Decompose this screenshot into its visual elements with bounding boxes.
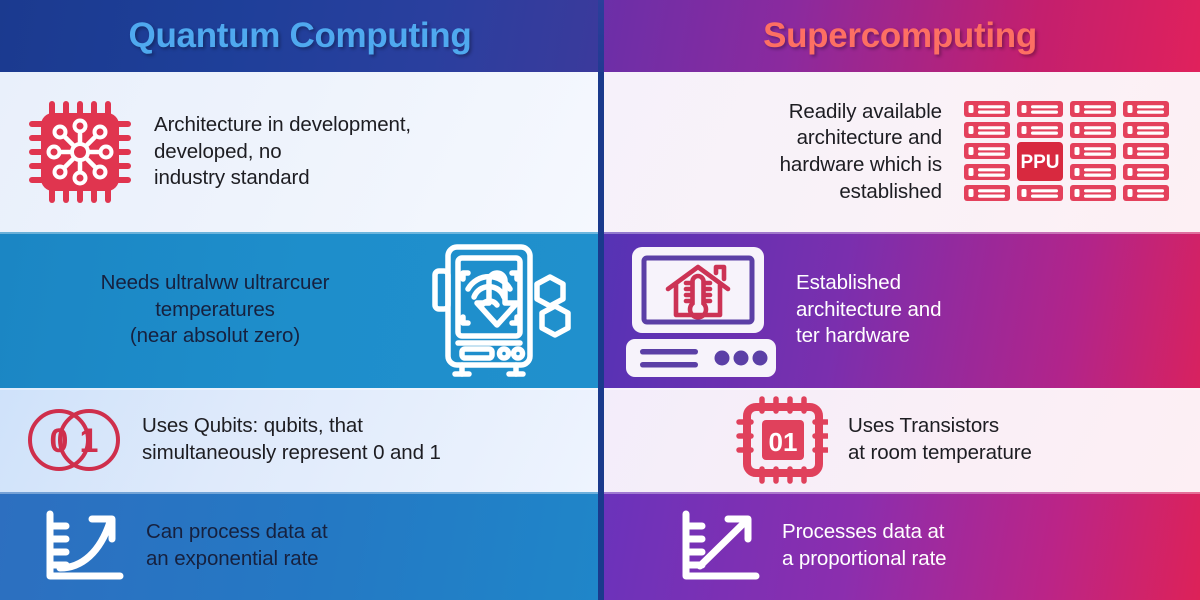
text-line: Processes data at	[782, 520, 945, 544]
header-left-quantum-computing: Quantum Computing	[0, 0, 600, 72]
monitor-thermostat-icon	[626, 243, 776, 377]
page-title-left: Quantum Computing	[128, 16, 472, 55]
quantum-chip-icon	[26, 98, 134, 206]
row-architecture-right-text: Readily available architecture and hardw…	[626, 99, 942, 206]
text-line: architecture and	[796, 126, 943, 150]
transistor-binary-label: 01	[769, 427, 798, 457]
text-line: Can process data at	[146, 520, 328, 544]
header-right-supercomputing: Supercomputing	[600, 0, 1200, 72]
row-temperature-right-text: Established architecture and ter hardwar…	[796, 270, 1174, 350]
text-line: temperatures	[155, 297, 275, 321]
center-divider-header	[598, 0, 604, 72]
text-line: developed, no	[154, 139, 282, 163]
row-processing-rate-right-text: Processes data at a proportional rate	[782, 519, 1174, 572]
text-line: hardware which is	[779, 153, 942, 176]
page-title-right: Supercomputing	[763, 16, 1037, 55]
cryogenic-cooler-icon	[424, 239, 574, 381]
row-bits-left: 0 1 Uses Qubits: qubits, that simultaneo…	[0, 388, 600, 492]
text-line: at room temperature	[848, 441, 1032, 464]
text-line: industry standard	[154, 166, 310, 190]
qubit-zero-label: 0	[50, 422, 69, 460]
text-line: Readily available	[788, 99, 942, 123]
row-temperature-right: Established architecture and ter hardwar…	[600, 232, 1200, 388]
text-line: ter hardware	[796, 324, 910, 348]
row-processing-rate-right: Processes data at a proportional rate	[600, 492, 1200, 600]
text-line: simultaneously represent 0 and 1	[142, 441, 441, 464]
transistor-chip-icon: 01	[736, 396, 828, 484]
text-line: Architecture in development,	[154, 113, 412, 137]
row-bits-right: 01 Uses Transistors at room temperature	[600, 388, 1200, 492]
row-temperature-left: Needs ultralww ultrarcuer temperatures (…	[0, 232, 600, 388]
row-processing-rate-left: Can process data at an exponential rate	[0, 492, 600, 600]
linear-growth-chart-icon	[676, 508, 762, 584]
row-architecture-left-text: Architecture in development, developed, …	[154, 112, 574, 192]
text-line: Uses Qubits: qubits, that	[142, 414, 363, 438]
exponential-growth-chart-icon	[40, 508, 126, 584]
row-architecture-right: Readily available architecture and hardw…	[600, 72, 1200, 232]
server-rack-grid-icon: PPU	[962, 99, 1174, 205]
row-architecture-left: Architecture in development, developed, …	[0, 72, 600, 232]
text-line: an exponential rate	[146, 547, 319, 570]
qubit-circles-icon: 0 1	[26, 397, 122, 483]
text-line: Established	[796, 271, 901, 295]
text-line: a proportional rate	[782, 547, 947, 570]
text-line: (near absolut zero)	[129, 324, 301, 348]
text-line: Uses Transistors	[848, 414, 1000, 438]
qubit-one-label: 1	[80, 422, 99, 460]
row-bits-right-text: Uses Transistors at room temperature	[848, 413, 1174, 466]
row-temperature-left-text: Needs ultralww ultrarcuer temperatures (…	[26, 270, 404, 350]
row-processing-rate-left-text: Can process data at an exponential rate	[146, 519, 574, 572]
text-line: Needs ultralww ultrarcuer	[100, 271, 330, 295]
text-line: architecture and	[796, 297, 942, 321]
text-line: established	[839, 179, 942, 203]
center-divider	[598, 0, 604, 600]
row-bits-left-text: Uses Qubits: qubits, that simultaneously…	[142, 413, 574, 466]
ppu-badge-label: PPU	[1020, 152, 1059, 173]
